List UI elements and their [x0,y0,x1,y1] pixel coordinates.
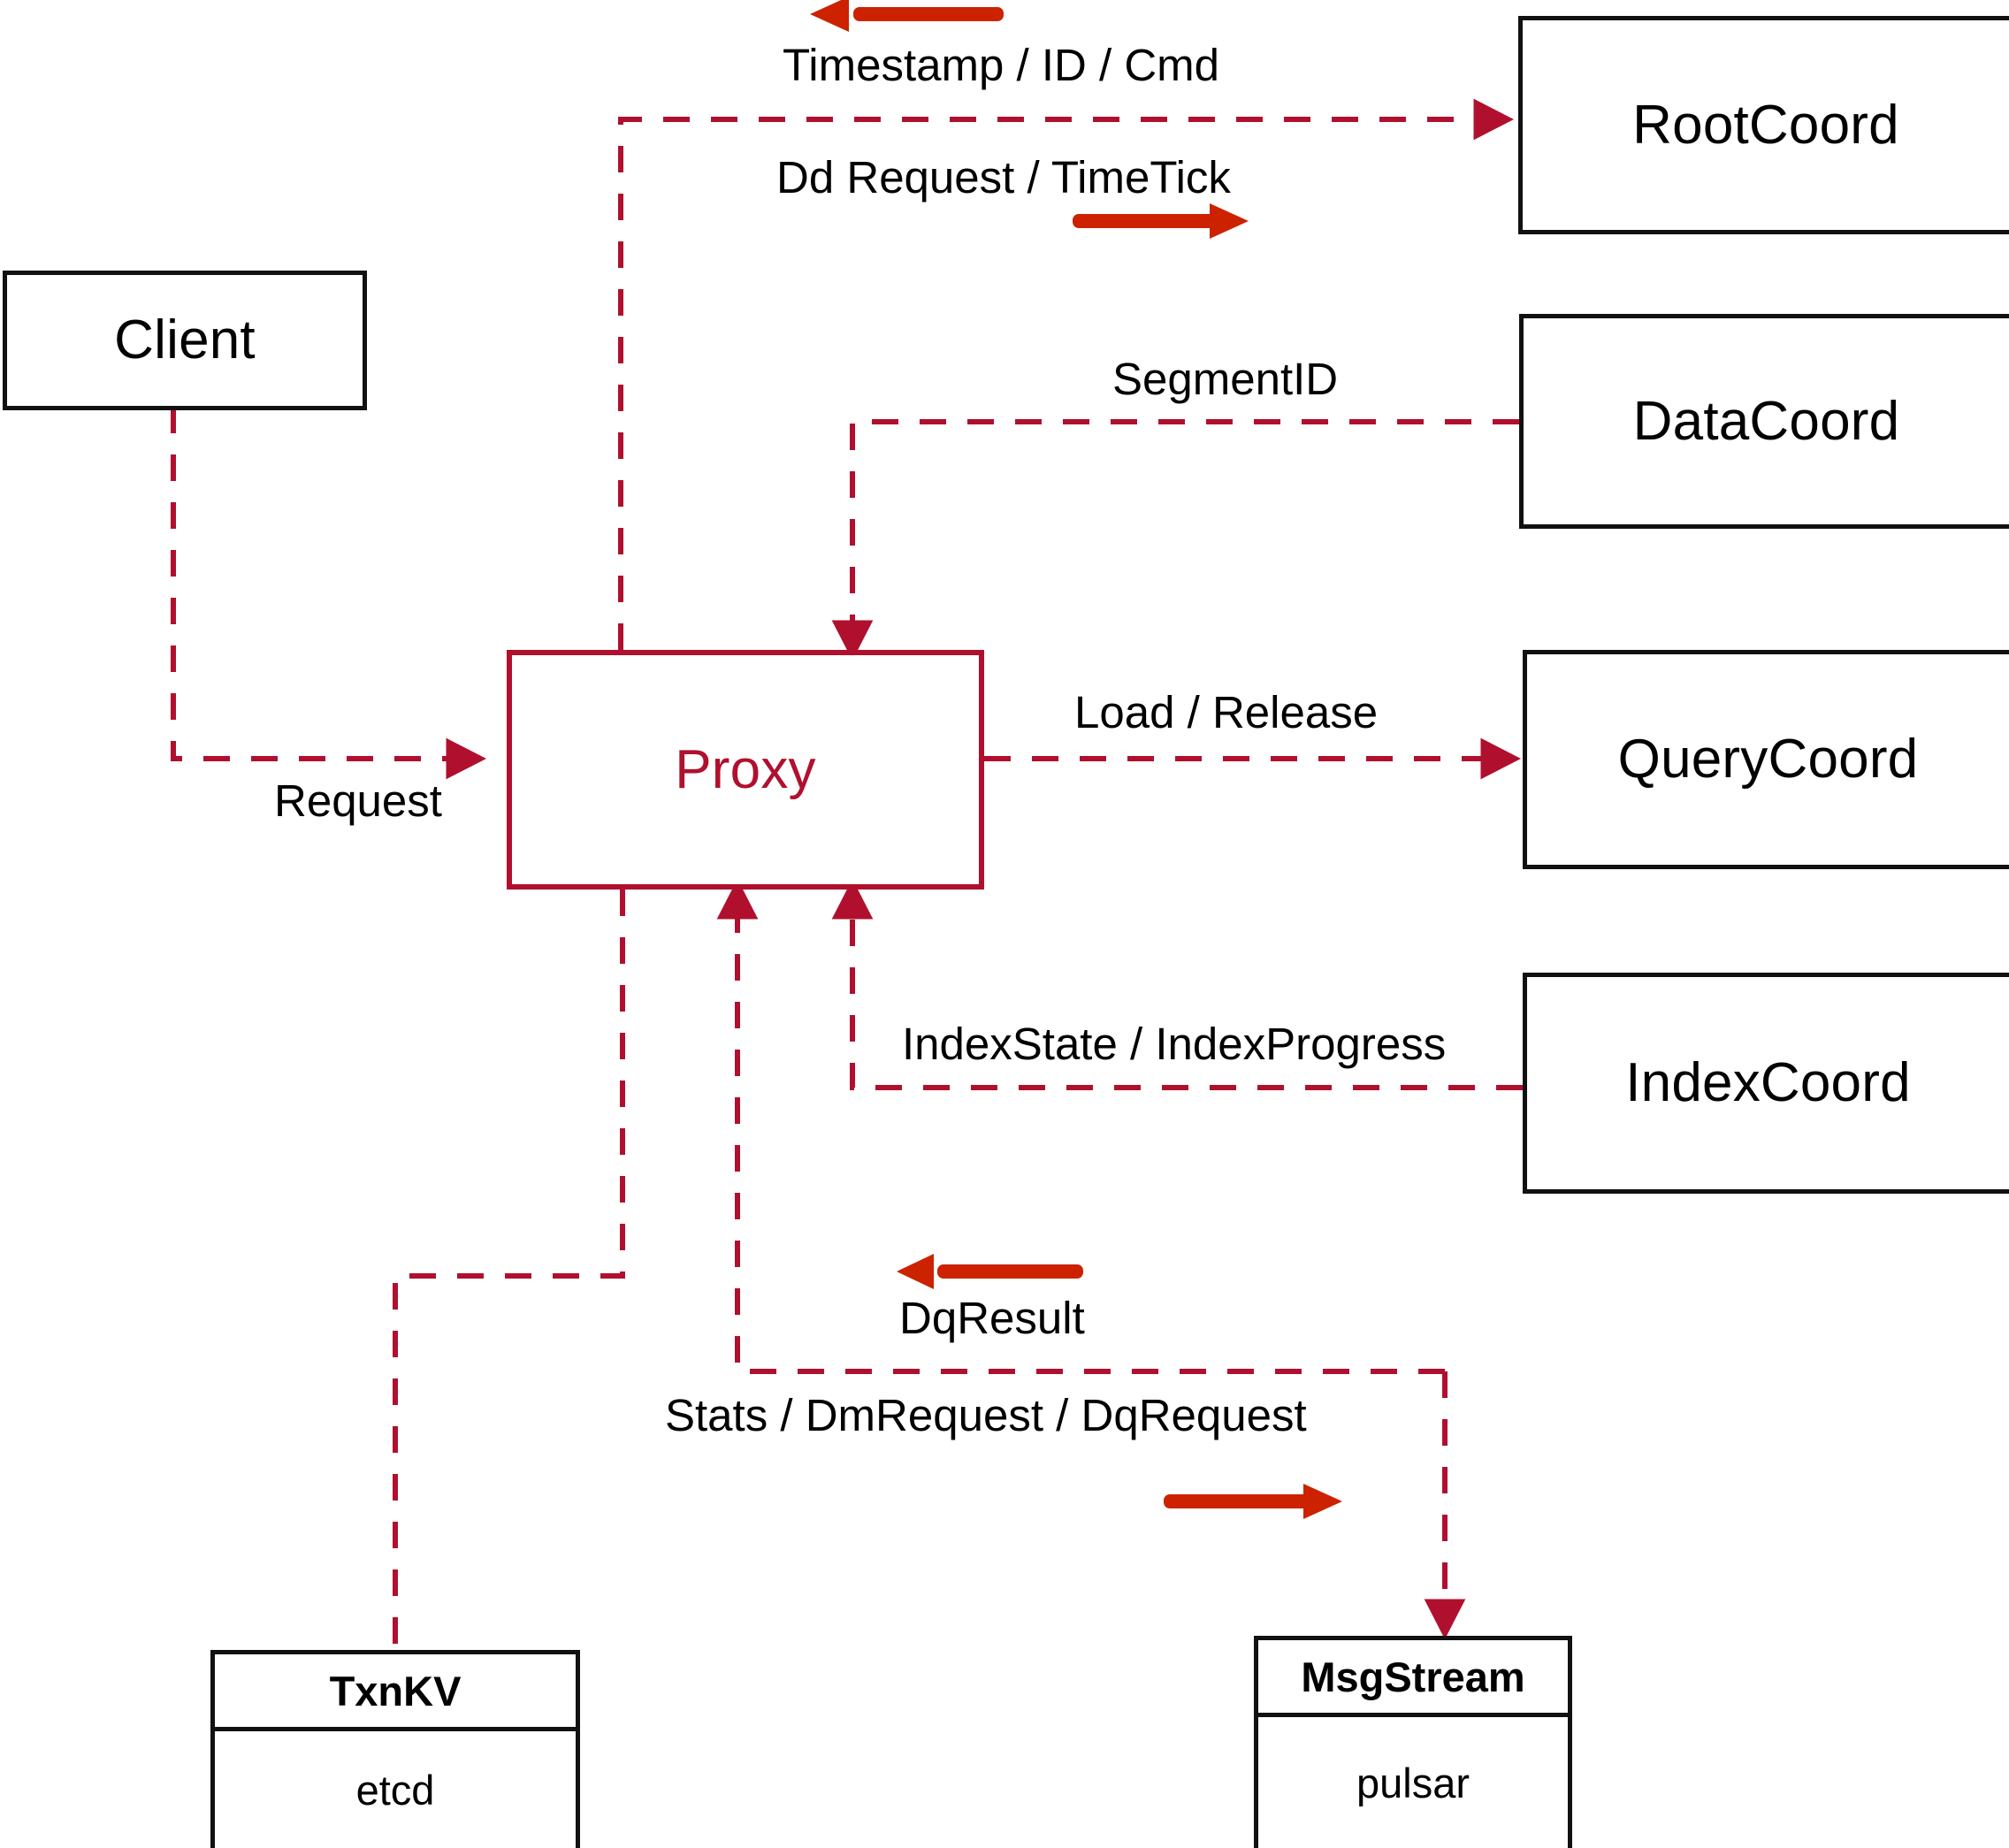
node-indexcoord[interactable]: IndexCoord [1523,973,2009,1194]
node-client[interactable]: Client [3,271,367,410]
direction-arrow-ddrequest-right [1073,203,1249,239]
direction-arrow-timestamp-left [810,0,1004,32]
node-proxy[interactable]: Proxy [507,650,984,890]
node-rootcoord[interactable]: RootCoord [1518,16,2009,234]
node-proxy-label: Proxy [675,738,816,800]
edge-proxy-to-txnkv [393,890,625,1650]
node-querycoord[interactable]: QueryCoord [1523,650,2009,869]
node-client-label: Client [114,309,256,370]
store-msgstream-body: pulsar [1356,1760,1470,1806]
edge-label-dq-result: DqResult [899,1293,1085,1343]
node-querycoord-label: QueryCoord [1617,729,1919,790]
edge-label-load-release: Load / Release [1074,687,1379,737]
store-txnkv[interactable]: TxnKV etcd [210,1650,580,1848]
edge-label-dd-request-timetick: Dd Request / TimeTick [776,152,1231,202]
node-rootcoord-label: RootCoord [1632,94,1899,156]
store-txnkv-body: etcd [355,1767,435,1814]
edge-label-request: Request [274,775,442,826]
edge-label-timestamp-id-cmd: Timestamp / ID / Cmd [783,40,1220,90]
edge-msgstream-to-proxy [716,878,1445,1374]
edge-label-segment-id: SegmentID [1112,354,1339,404]
node-datacoord[interactable]: DataCoord [1519,314,2009,529]
edge-label-index-state-progress: IndexState / IndexProgress [902,1019,1447,1069]
store-txnkv-header: TxnKV [215,1654,576,1731]
store-msgstream-header: MsgStream [1258,1640,1568,1717]
node-datacoord-label: DataCoord [1632,390,1900,452]
edge-datacoord-to-proxy [831,419,1519,661]
store-msgstream[interactable]: MsgStream pulsar [1254,1636,1572,1848]
edge-client-to-proxy [171,407,487,780]
direction-arrow-dqresult-left [897,1254,1083,1289]
edge-label-stats-dm-dq-request: Stats / DmRequest / DqRequest [665,1390,1307,1440]
direction-arrow-dqrequest-right [1164,1484,1342,1519]
node-indexcoord-label: IndexCoord [1625,1052,1911,1113]
